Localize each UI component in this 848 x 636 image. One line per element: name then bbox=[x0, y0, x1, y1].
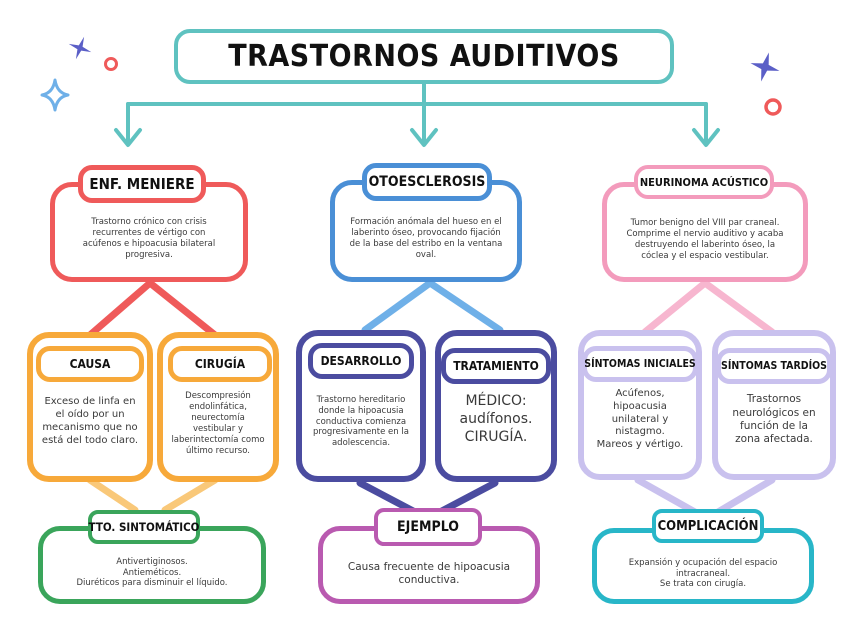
tto-sintomatico-label-text: TTO. SINTOMÁTICO bbox=[89, 520, 200, 534]
cirugia-label-text: CIRUGÍA bbox=[195, 357, 245, 371]
ejemplo-label-text: EJEMPLO bbox=[397, 519, 459, 535]
ejemplo-text: Causa frecuente de hipoacusia conductiva… bbox=[337, 561, 521, 588]
star-icon bbox=[65, 33, 96, 64]
causa-text: Exceso de linfa en el oído por un mecani… bbox=[41, 396, 139, 447]
neurinoma-label: NEURINOMA ACÚSTICO bbox=[634, 165, 774, 199]
meniere-merge-lines bbox=[90, 480, 215, 510]
circle-icon bbox=[106, 59, 117, 70]
neurinoma-description: Tumor benigno del VIII par craneal. Comp… bbox=[621, 218, 789, 262]
tto-sintomatico-label: TTO. SINTOMÁTICO bbox=[88, 510, 200, 544]
tratamiento-label: TRATAMIENTO bbox=[441, 348, 551, 384]
neurinoma-label-text: NEURINOMA ACÚSTICO bbox=[640, 176, 768, 189]
sintomas-iniciales-label: SÍNTOMAS INICIALES bbox=[582, 346, 698, 382]
tto-sintomatico-text: Antivertiginosos. Antieméticos. Diurétic… bbox=[76, 557, 227, 590]
sintomas-iniciales-text: Acúfenos, hipoacusia unilateral y nistag… bbox=[592, 388, 688, 452]
title-arrows bbox=[116, 84, 718, 145]
meniere-label-text: ENF. MENIERE bbox=[89, 175, 194, 193]
cirugia-text: Descompresión endolinfática, neurectomía… bbox=[171, 391, 265, 456]
meniere-label: ENF. MENIERE bbox=[78, 165, 206, 203]
desarrollo-label-text: DESARROLLO bbox=[321, 354, 402, 368]
sintomas-tardios-label-text: SÍNTOMAS TARDÍOS bbox=[721, 360, 827, 372]
sintomas-iniciales-label-text: SÍNTOMAS INICIALES bbox=[584, 358, 695, 370]
complicacion-label-text: COMPLICACIÓN bbox=[658, 519, 759, 534]
sintomas-tardios-label: SÍNTOMAS TARDÍOS bbox=[716, 348, 832, 384]
otoesclerosis-label-text: OTOESCLEROSIS bbox=[369, 174, 486, 190]
page-title-text: TRASTORNOS AUDITIVOS bbox=[228, 39, 620, 74]
causa-label: CAUSA bbox=[36, 346, 144, 382]
sparkle-icon bbox=[42, 80, 68, 110]
cirugia-label: CIRUGÍA bbox=[168, 346, 272, 382]
neurinoma-merge-lines bbox=[638, 480, 772, 512]
tratamiento-text: MÉDICO: audífonos. CIRUGÍA. bbox=[449, 393, 543, 447]
desarrollo-label: DESARROLLO bbox=[308, 343, 414, 379]
meniere-branch-lines bbox=[90, 283, 215, 335]
complicacion-label: COMPLICACIÓN bbox=[652, 509, 764, 543]
meniere-description: Trastorno crónico con crisis recurrentes… bbox=[73, 217, 225, 261]
circle-icon bbox=[766, 100, 780, 114]
ejemplo-label: EJEMPLO bbox=[374, 508, 482, 546]
otoesclerosis-branch-lines bbox=[365, 283, 500, 330]
sintomas-tardios-text: Trastornos neurológicos en función de la… bbox=[728, 393, 820, 447]
tratamiento-label-text: TRATAMIENTO bbox=[453, 359, 539, 373]
page-title: TRASTORNOS AUDITIVOS bbox=[174, 29, 674, 84]
desarrollo-text: Trastorno hereditario donde la hipoacusi… bbox=[312, 395, 410, 449]
neurinoma-branch-lines bbox=[645, 283, 772, 332]
otoesclerosis-label: OTOESCLEROSIS bbox=[362, 163, 492, 201]
otoesclerosis-description: Formación anómala del hueso en el laberi… bbox=[349, 217, 503, 261]
causa-label-text: CAUSA bbox=[70, 357, 111, 371]
complicacion-text: Expansión y ocupación del espacio intrac… bbox=[609, 558, 797, 591]
star-icon bbox=[747, 49, 784, 86]
